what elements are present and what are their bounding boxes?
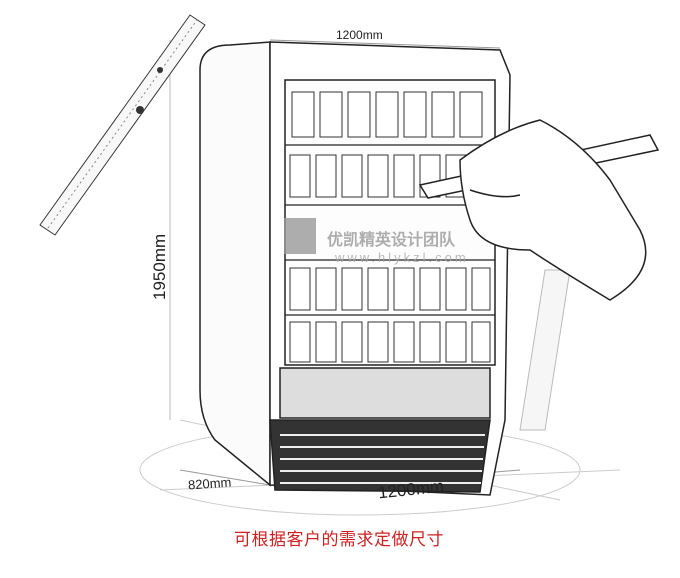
watermark-logo-icon bbox=[284, 218, 316, 254]
top-width-label: 1200mm bbox=[336, 28, 383, 42]
hand-with-pencil-icon bbox=[418, 119, 660, 301]
depth-label: 820mm bbox=[187, 474, 232, 493]
customization-caption: 可根据客户的需求定做尺寸 bbox=[234, 530, 444, 549]
watermark-url: www.hlykzl.com bbox=[335, 250, 469, 265]
ruler-icon bbox=[39, 14, 206, 236]
ruler-right-icon bbox=[519, 269, 571, 431]
watermark-name: 优凯精英设计团队 bbox=[327, 232, 456, 249]
height-label: 1950mm bbox=[150, 233, 169, 300]
